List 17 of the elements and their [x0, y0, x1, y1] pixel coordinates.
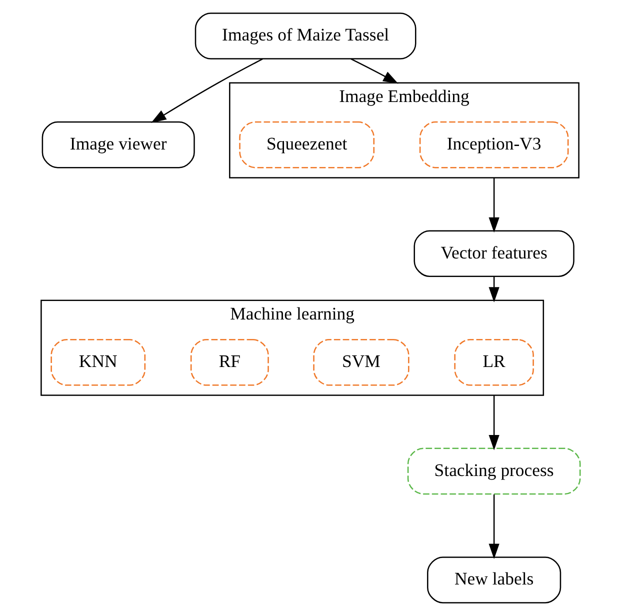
node-box: Image viewer: [42, 121, 195, 168]
arrow: [488, 276, 500, 302]
node-box: Squeezenet: [239, 121, 375, 168]
node-box: LR: [454, 339, 534, 386]
node-box: Vector features: [414, 230, 574, 277]
node-box: Stacking process: [407, 448, 581, 495]
node-box: SVM: [313, 339, 410, 386]
arrow: [350, 58, 398, 84]
arrow: [488, 178, 500, 233]
arrow: [151, 58, 263, 123]
arrow: [488, 395, 500, 450]
node-box: KNN: [50, 339, 146, 386]
node-box: New labels: [427, 556, 562, 604]
node-box: Images of Maize Tassel: [194, 12, 416, 60]
node-box: RF: [190, 339, 269, 386]
arrow: [488, 494, 500, 559]
node-box: Inception-V3: [419, 121, 569, 168]
